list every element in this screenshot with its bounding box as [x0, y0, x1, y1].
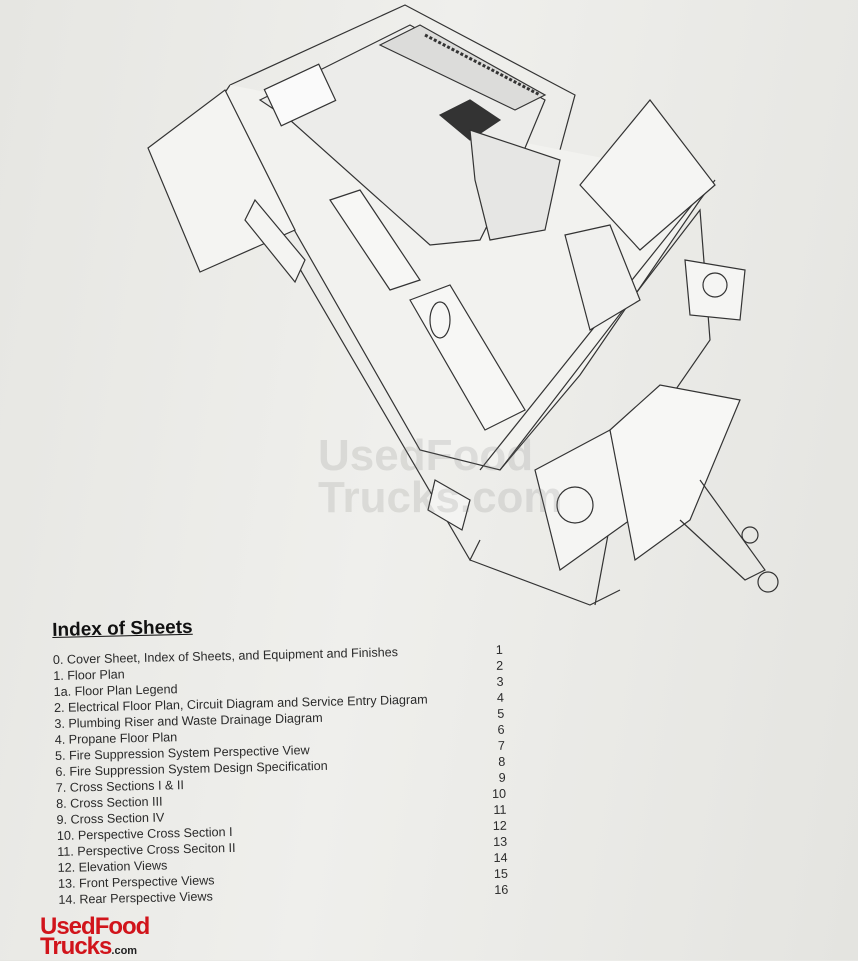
entry-label: 14. Rear Perspective Views — [58, 889, 213, 907]
entry-page-number: 1 — [495, 642, 503, 657]
usedfoodtrucks-logo: UsedFood Trucks.com — [40, 913, 150, 960]
cooking-line — [263, 24, 561, 241]
entry-page-number: 7 — [497, 738, 506, 753]
entry-page-number: 5 — [497, 706, 505, 721]
entry-page-number: 6 — [497, 722, 505, 737]
entry-label: 7. Cross Sections I & II — [55, 778, 185, 795]
entry-page-number: 16 — [494, 882, 509, 898]
entry-page-number: 3 — [496, 674, 504, 689]
entry-page-number: 12 — [492, 818, 507, 834]
sinks — [329, 189, 526, 431]
entry-page-number: 4 — [496, 690, 505, 705]
entry-page-number: 10 — [491, 786, 507, 802]
food-trailer-perspective-drawing — [147, 4, 779, 606]
trailer-hitch-tongue — [679, 479, 779, 593]
entry-label: 1. Floor Plan — [53, 667, 125, 683]
door-panel — [427, 479, 471, 531]
index-of-sheets: Index of Sheets 0. Cover Sheet, Index of… — [52, 610, 508, 908]
entry-page-number: 14 — [493, 850, 508, 866]
entry-page-number: 13 — [492, 834, 508, 850]
entry-page-number: 9 — [498, 770, 506, 785]
entry-page-number: 15 — [493, 866, 509, 882]
entry-page-number: 11 — [493, 802, 507, 818]
rear-compartments — [534, 99, 746, 572]
index-title: Index of Sheets — [52, 616, 193, 641]
service-window-awning — [147, 89, 306, 284]
entry-page-number: 2 — [495, 658, 504, 673]
entry-page-number: 8 — [498, 754, 506, 769]
